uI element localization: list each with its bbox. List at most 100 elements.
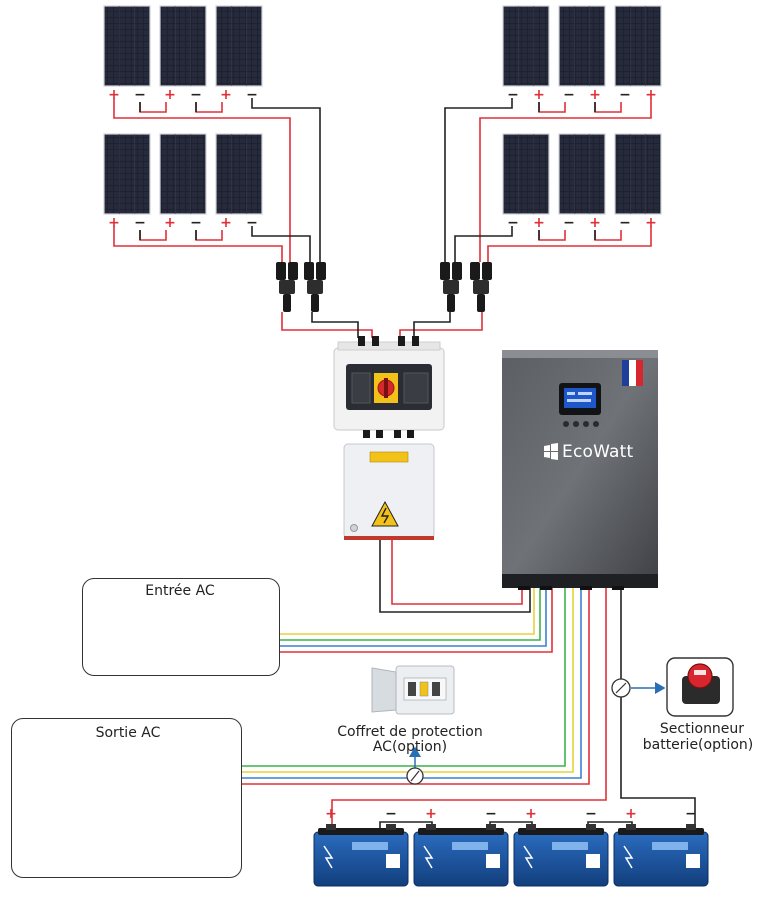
ac-input-title: Entrée AC (145, 583, 215, 599)
solar-panel: −+ (614, 133, 662, 231)
negative-terminal-label: − (507, 215, 519, 231)
wire (195, 230, 223, 241)
positive-terminal-label: + (525, 806, 537, 822)
wire (399, 312, 483, 338)
negative-terminal-label: − (685, 806, 697, 822)
solar-panel: −+ (558, 133, 606, 231)
ac-protection-label-line1: Coffret de protection (337, 724, 483, 740)
wire (454, 226, 513, 262)
ac-protection-label-line2: AC(option) (372, 739, 448, 755)
wire (594, 102, 622, 113)
positive-terminal-label: + (625, 806, 637, 822)
battery-breaker-symbol (611, 678, 666, 698)
positive-terminal-label: + (220, 215, 232, 231)
positive-terminal-label: + (645, 87, 657, 103)
battery: +− (313, 806, 409, 887)
france-flag-icon (622, 360, 643, 386)
wire (113, 98, 291, 262)
wire (479, 98, 652, 262)
wire (391, 540, 523, 605)
positive-terminal-label: + (220, 87, 232, 103)
solar-panel: −+ (502, 5, 550, 103)
wire (281, 312, 373, 338)
wire (139, 102, 167, 113)
battery: +− (413, 806, 509, 887)
mc4-connector (276, 262, 298, 312)
inverter-brand-label: EcoWatt (562, 442, 634, 462)
wire (331, 586, 607, 830)
wire (444, 98, 513, 262)
solar-panel: +− (103, 133, 151, 231)
negative-terminal-label: − (246, 215, 258, 231)
ac-protection-breaker-symbol (406, 746, 424, 785)
wire (195, 102, 223, 113)
solar-panel: −+ (502, 133, 550, 231)
battery: +− (513, 806, 609, 887)
wire (379, 540, 531, 613)
positive-terminal-label: + (645, 215, 657, 231)
positive-terminal-label: + (589, 215, 601, 231)
battery-disconnect-switch (666, 657, 734, 717)
positive-terminal-label: + (164, 215, 176, 231)
solar-panel: −+ (614, 5, 662, 103)
positive-terminal-label: + (108, 215, 120, 231)
solar-panel: +− (159, 133, 207, 231)
mc4-connector (470, 262, 492, 312)
solar-panel: +− (103, 5, 151, 103)
negative-terminal-label: − (134, 87, 146, 103)
wire (538, 102, 566, 113)
positive-terminal-label: + (533, 215, 545, 231)
positive-terminal-label: + (325, 806, 337, 822)
negative-terminal-label: − (246, 87, 258, 103)
surge-protection-box (343, 443, 435, 540)
battery-disconnect-label-line1: Sectionneur (659, 721, 745, 737)
negative-terminal-label: − (385, 806, 397, 822)
solar-panel: −+ (558, 5, 606, 103)
solar-array: +−+−+−−+−+−++−+−+−−+−+−+ (103, 5, 662, 231)
wire (278, 586, 553, 653)
battery-bank: +−+−+−+− (313, 806, 709, 887)
wire (278, 586, 535, 635)
positive-terminal-label: + (425, 806, 437, 822)
negative-terminal-label: − (563, 215, 575, 231)
wire (487, 226, 652, 262)
wire (251, 98, 321, 262)
ac-input-box (82, 578, 280, 676)
negative-terminal-label: − (563, 87, 575, 103)
solar-panel: +− (215, 5, 263, 103)
negative-terminal-label: − (585, 806, 597, 822)
battery: +− (613, 806, 709, 887)
dc-combiner-box (333, 336, 445, 438)
wire (139, 230, 167, 241)
mc4-connector (440, 262, 462, 312)
wire (113, 226, 283, 262)
ac-output-box (11, 718, 242, 878)
negative-terminal-label: − (619, 215, 631, 231)
negative-terminal-label: − (190, 215, 202, 231)
mc4-connectors (276, 262, 492, 312)
ac-output-title: Sortie AC (95, 725, 161, 741)
hybrid-inverter (502, 350, 658, 590)
ecowatt-logo-icon (544, 443, 558, 460)
solar-panel: +− (215, 133, 263, 231)
wire (594, 230, 622, 241)
wire (240, 586, 574, 773)
positive-terminal-label: + (108, 87, 120, 103)
wire (413, 312, 451, 338)
wire (278, 586, 541, 641)
battery-disconnect-label-line2: batterie(option) (642, 737, 754, 753)
positive-terminal-label: + (164, 87, 176, 103)
positive-terminal-label: + (533, 87, 545, 103)
negative-terminal-label: − (619, 87, 631, 103)
ac-protection-box (371, 665, 455, 715)
wire (538, 230, 566, 241)
positive-terminal-label: + (589, 87, 601, 103)
wire (278, 586, 547, 647)
wire (240, 586, 582, 779)
wire (240, 586, 566, 767)
negative-terminal-label: − (507, 87, 519, 103)
wire (311, 312, 359, 338)
mc4-connector (304, 262, 326, 312)
negative-terminal-label: − (134, 215, 146, 231)
wire (251, 226, 311, 262)
